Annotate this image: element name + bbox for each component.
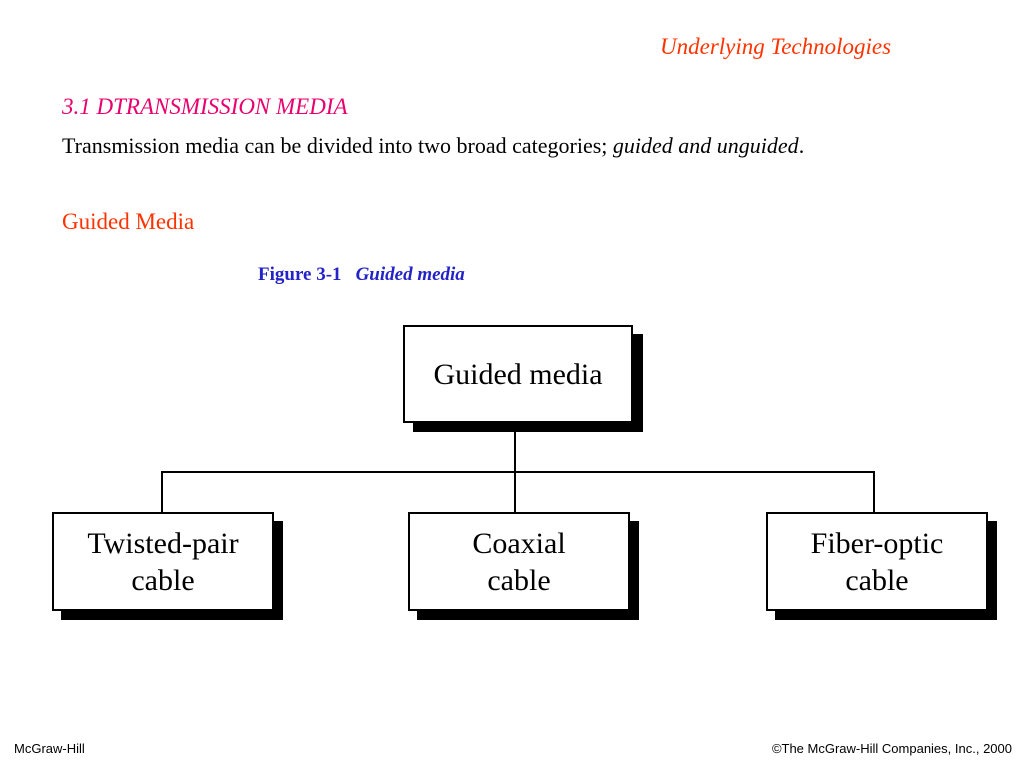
intro-paragraph: Transmission media can be divided into t… bbox=[62, 133, 804, 159]
section-heading: 3.1 DTRANSMISSION MEDIA bbox=[62, 94, 348, 119]
figure-title: Guided media bbox=[355, 264, 465, 285]
fiber-optic-box: Fiber-optic cable bbox=[766, 512, 988, 611]
fiber-optic-line1: Fiber-optic bbox=[810, 526, 944, 560]
intro-emphasis: guided and unguided bbox=[612, 133, 799, 158]
footer-copyright: ©The McGraw-Hill Companies, Inc., 2000 bbox=[771, 741, 1012, 756]
connector-right-down bbox=[873, 471, 875, 513]
coaxial-line2: cable bbox=[487, 563, 551, 597]
twisted-pair-line2: cable bbox=[131, 563, 195, 597]
root-box-label: Guided media bbox=[433, 357, 603, 391]
slide-header-title: Underlying Technologies bbox=[660, 34, 892, 59]
intro-end: . bbox=[798, 133, 805, 158]
footer-publisher: McGraw-Hill bbox=[14, 741, 85, 756]
connector-left-down bbox=[161, 471, 163, 513]
coaxial-line1: Coaxial bbox=[472, 526, 566, 560]
fiber-optic-line2: cable bbox=[845, 563, 909, 597]
coaxial-box: Coaxial cable bbox=[408, 512, 630, 611]
intro-text: Transmission media can be divided into t… bbox=[62, 133, 613, 158]
connector-horizontal bbox=[161, 471, 875, 473]
twisted-pair-line1: Twisted-pair bbox=[87, 526, 239, 560]
connector-root-down bbox=[514, 420, 516, 472]
connector-middle-down bbox=[514, 471, 516, 513]
subsection-heading: Guided Media bbox=[62, 209, 195, 234]
figure-label: Figure 3-1 bbox=[258, 264, 342, 285]
root-box: Guided media bbox=[403, 325, 633, 423]
figure-caption: Figure 3-1 Guided media bbox=[258, 264, 465, 286]
twisted-pair-box: Twisted-pair cable bbox=[52, 512, 274, 611]
